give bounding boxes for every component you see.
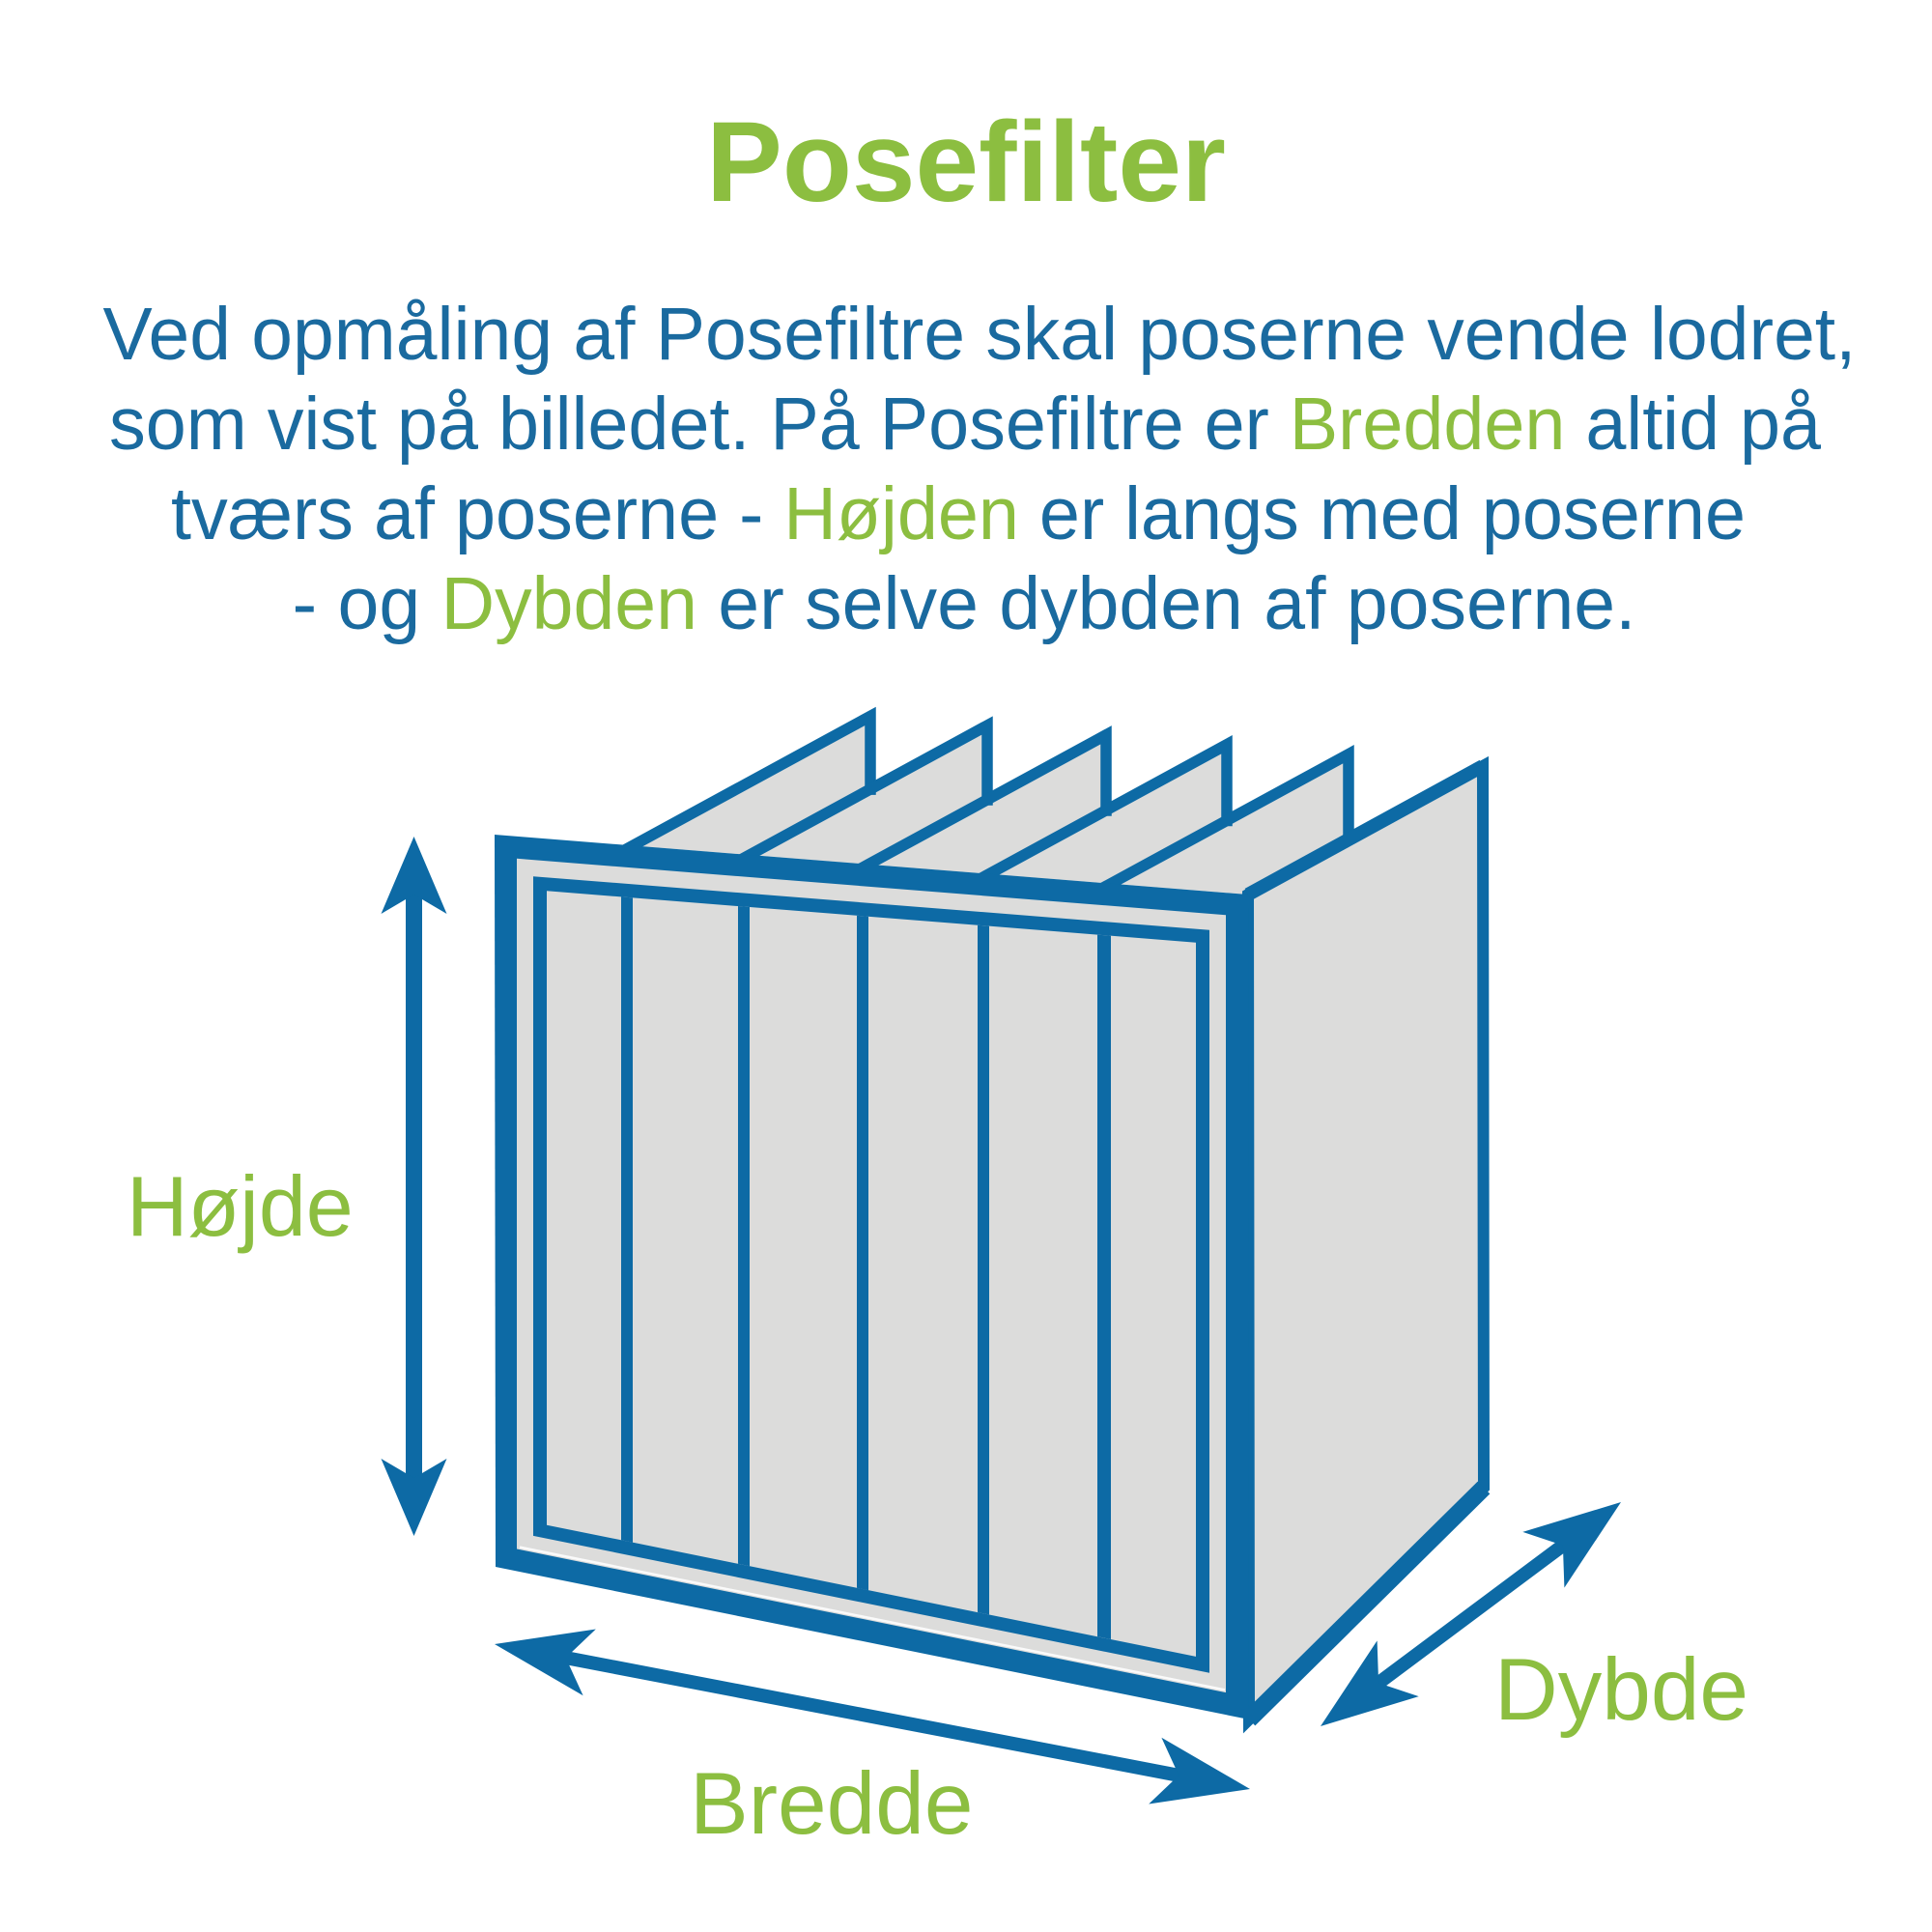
svg-text:Højde: Højde <box>127 1158 354 1254</box>
svg-text:Posefilter: Posefilter <box>706 99 1226 226</box>
svg-text:- og Dybden er selve dybden af: - og Dybden er selve dybden af poserne. <box>293 562 1636 645</box>
svg-text:Ved opmåling af Posefiltre ska: Ved opmåling af Posefiltre skal poserne … <box>103 293 1857 376</box>
svg-text:Bredde: Bredde <box>690 1755 973 1853</box>
svg-text:Dybde: Dybde <box>1494 1641 1748 1739</box>
svg-text:som vist på billedet. På Posef: som vist på billedet. På Posefiltre er B… <box>109 383 1821 466</box>
svg-text:tværs af poserne - Højden er l: tværs af poserne - Højden er langs med p… <box>171 472 1746 555</box>
